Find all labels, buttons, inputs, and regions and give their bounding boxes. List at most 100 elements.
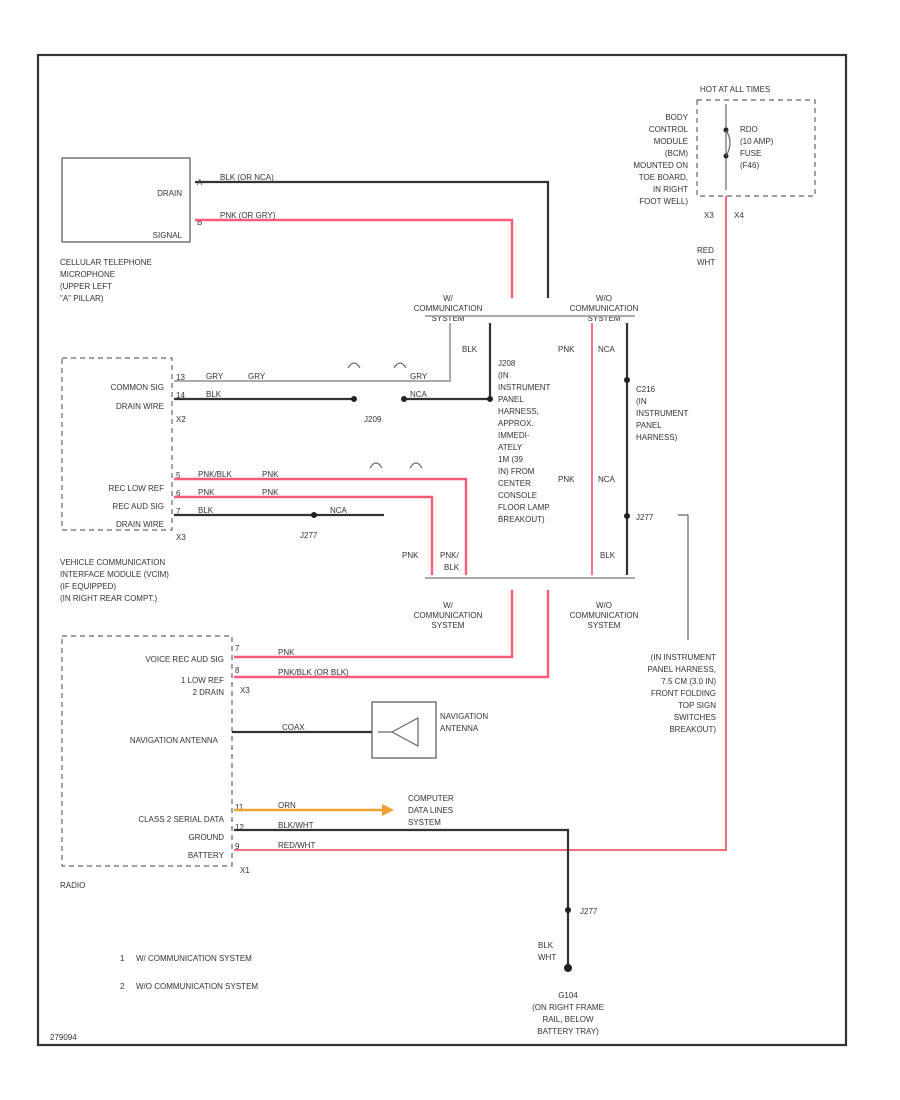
- navigation-antenna: NAVIGATION ANTENNA: [371, 701, 488, 759]
- j208-caption-4: HARNESS,: [498, 407, 539, 416]
- vcim-pin-rec-aud-sig: REC AUD SIG: [112, 502, 164, 511]
- ground-caption-2: (ON RIGHT FRAME: [532, 1003, 604, 1012]
- radio-conn-x1: X1: [240, 866, 250, 875]
- ground-caption-4: BATTERY TRAY): [537, 1027, 599, 1036]
- bcm-caption-8: FOOT WELL): [639, 197, 688, 206]
- radio-x1-pin-9: 9: [235, 842, 240, 851]
- j208-caption-7: ATELY: [498, 443, 523, 452]
- comm-bottom-right-1: W/O: [596, 601, 612, 610]
- j277-caption-4: FRONT FOLDING: [651, 689, 716, 698]
- comm-bottom-right-3: SYSTEM: [588, 621, 621, 630]
- vcim-conn-x3: X3: [176, 533, 186, 542]
- j208-label: J208: [498, 359, 516, 368]
- vcim-drain-splice: [351, 396, 357, 402]
- comm-labels-top: W/ COMMUNICATION SYSTEM W/O COMMUNICATIO…: [414, 294, 639, 323]
- mid-pnkblk-label-2: BLK: [444, 563, 460, 572]
- ground-splice-label: J277: [580, 907, 598, 916]
- radio-x1-pin-11: 11: [235, 803, 244, 812]
- radio-x3-pin-8: 8: [235, 666, 240, 675]
- radio-gnd-label: BLK/WHT: [278, 821, 314, 830]
- j208-pnk-label: PNK: [558, 345, 575, 354]
- radio-orn-label: ORN: [278, 801, 296, 810]
- vcim-drain-label-2: NCA: [410, 390, 428, 399]
- vcim-drain3-splice: [311, 512, 317, 518]
- radio-coax-label: COAX: [282, 723, 305, 732]
- radio-batt-label: RED/WHT: [278, 841, 315, 850]
- radio-x1-pin-12: 12: [235, 823, 244, 832]
- vcim-pin-rec-low-ref: REC LOW REF: [108, 484, 164, 493]
- class2-arrow-icon: [382, 804, 394, 816]
- j277-ip-caption: (IN INSTRUMENT PANEL HARNESS, 7.5 CM (3.…: [648, 653, 717, 734]
- fuse-caption-3: FUSE: [740, 149, 761, 158]
- c216-nca-label: NCA: [598, 475, 616, 484]
- cell-mic-caption-1: CELLULAR TELEPHONE: [60, 258, 152, 267]
- j208-wire-label: BLK: [462, 345, 478, 354]
- legend-num-2: 2: [120, 982, 125, 991]
- bcm-caption-6: TOE BOARD,: [639, 173, 688, 182]
- vcim-low-ref-label-2: PNK: [262, 470, 279, 479]
- j208-caption-8: 1M (39: [498, 455, 523, 464]
- cellular-microphone: DRAIN SIGNAL CELLULAR TELEPHONE MICROPHO…: [60, 157, 203, 303]
- radio-box: [61, 635, 233, 867]
- comm-top-right-2: COMMUNICATION: [570, 304, 639, 313]
- j277-caption-7: BREAKOUT): [669, 725, 716, 734]
- vcim-aud-label-2: PNK: [262, 488, 279, 497]
- cell-mic-box: [61, 157, 191, 243]
- bcm-caption-4: (BCM): [665, 149, 688, 158]
- radio-pin-low-ref: 1 LOW REF: [181, 676, 224, 685]
- shield-break-icon-2: [369, 462, 423, 469]
- c216-block: C216 (IN INSTRUMENT PANEL HARNESS): [636, 385, 689, 442]
- legend-text-1: W/ COMMUNICATION SYSTEM: [136, 954, 252, 963]
- radio-pin-drain: 2 DRAIN: [192, 688, 224, 697]
- comm-bottom-right-2: COMMUNICATION: [570, 611, 639, 620]
- vcim-drain3-label-2: NCA: [330, 506, 348, 515]
- j208-caption-10: CENTER: [498, 479, 531, 488]
- legend-num-1: 1: [120, 954, 125, 963]
- cell-mic-pin-drain: DRAIN: [157, 189, 182, 198]
- ground-wire-label-1: BLK: [538, 941, 554, 950]
- nav-antenna-caption-2: ANTENNA: [440, 724, 479, 733]
- mid-pnk-label: PNK: [402, 551, 419, 560]
- radio-pin-class2: CLASS 2 SERIAL DATA: [138, 815, 224, 824]
- vcim-drain-label: BLK: [206, 390, 222, 399]
- vcim-x2-pin-13: 13: [176, 373, 185, 382]
- vcim-drain-wire-2: [404, 323, 492, 401]
- cell-mic-pin-signal: SIGNAL: [153, 231, 183, 240]
- c216-caption-2: INSTRUMENT: [636, 409, 689, 418]
- vcim-pin-drain-1: DRAIN WIRE: [116, 402, 164, 411]
- j208-caption-1: (IN: [498, 371, 509, 380]
- fuse-caption-4: (F46): [740, 161, 759, 170]
- j208-caption-13: BREAKOUT): [498, 515, 545, 524]
- cell-mic-caption-3: (UPPER LEFT: [60, 282, 112, 291]
- ground-splice-node: [565, 907, 571, 913]
- vcim-common-label-2: GRY: [248, 372, 266, 381]
- vcim-aud-label: PNK: [198, 488, 215, 497]
- vcim-pin-common-sig: COMMON SIG: [111, 383, 164, 392]
- comp-data-caption-3: SYSTEM: [408, 818, 441, 827]
- comm-top-left-3: SYSTEM: [432, 314, 465, 323]
- nav-antenna-box: [371, 701, 437, 759]
- radio-pin-battery: BATTERY: [188, 851, 225, 860]
- bcm-caption-7: IN RIGHT: [653, 185, 688, 194]
- vcim-j277-label: J277: [300, 531, 318, 540]
- radio-pin-nav-antenna: NAVIGATION ANTENNA: [130, 736, 219, 745]
- battery-feed-wire: [234, 196, 727, 851]
- shield-break-icon: [347, 362, 407, 369]
- vcim-conn-x2: X2: [176, 415, 186, 424]
- j208-splice: [401, 396, 407, 402]
- vcim-caption-2: INTERFACE MODULE (VCIM): [60, 570, 169, 579]
- vcim-x2-pin-14: 14: [176, 391, 185, 400]
- c216-caption-1: (IN: [636, 397, 647, 406]
- ground-wire-label-2: WHT: [538, 953, 556, 962]
- comm-labels-bottom: W/ COMMUNICATION SYSTEM W/O COMMUNICATIO…: [414, 601, 639, 630]
- bcm-caption-2: CONTROL: [649, 125, 689, 134]
- mic-drain-wire: [195, 180, 550, 298]
- vcim-common-label-3: GRY: [410, 372, 428, 381]
- j208-nca-label: NCA: [598, 345, 616, 354]
- j277-caption-5: TOP SIGN: [678, 701, 716, 710]
- fuse-caption-2: (10 AMP): [740, 137, 774, 146]
- comm-top-left-2: COMMUNICATION: [414, 304, 483, 313]
- comm-bottom-left-1: W/: [443, 601, 454, 610]
- radio-pin-voice-rec: VOICE REC AUD SIG: [145, 655, 224, 664]
